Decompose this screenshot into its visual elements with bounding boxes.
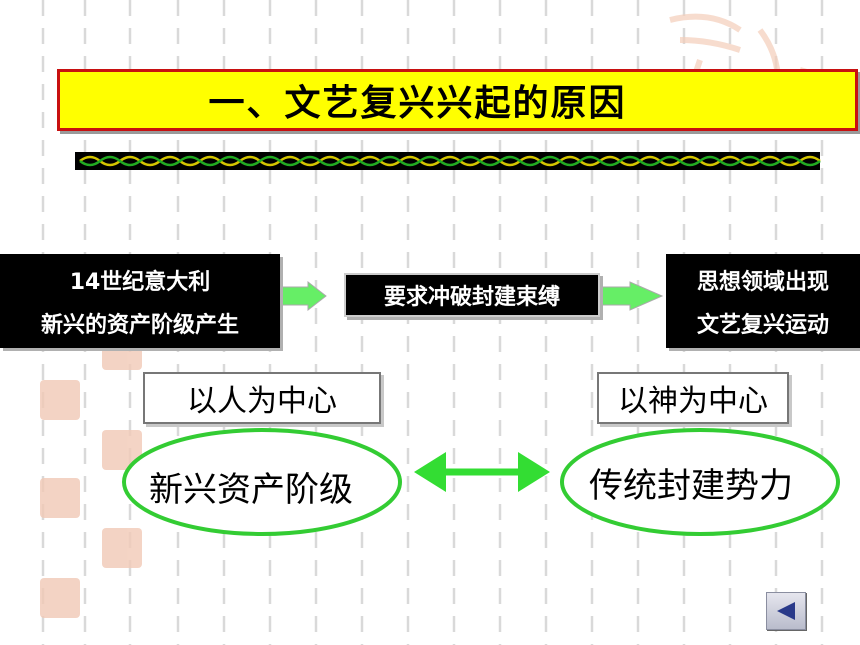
rope-divider bbox=[75, 152, 821, 170]
watermark-seal bbox=[40, 330, 142, 618]
title-banner: 一、文艺复兴兴起的原因 bbox=[57, 69, 858, 131]
left-label: 以人为中心 bbox=[187, 384, 337, 419]
flow-arrow-1 bbox=[277, 280, 327, 312]
double-arrow-icon bbox=[414, 452, 550, 492]
right-ellipse-label: 传统封建势力 bbox=[589, 466, 793, 506]
demand-box: 要求冲破封建束缚 bbox=[344, 273, 600, 317]
right-ellipse-shape bbox=[560, 428, 840, 536]
result-line-1: 思想领域出现 bbox=[696, 269, 829, 295]
cause-line-1: 14世纪意大利 bbox=[69, 269, 211, 295]
right-label: 以神为中心 bbox=[618, 384, 768, 419]
flow-arrow-2 bbox=[598, 281, 664, 311]
page-title: 一、文艺复兴兴起的原因 bbox=[208, 83, 627, 124]
cause-box: 14世纪意大利 新兴的资产阶级产生 bbox=[0, 254, 280, 348]
back-triangle-icon bbox=[777, 602, 795, 620]
left-label-box: 以人为中心 bbox=[143, 372, 381, 424]
result-box: 思想领域出现 文艺复兴运动 bbox=[666, 254, 860, 348]
result-line-2: 文艺复兴运动 bbox=[696, 312, 829, 338]
demand-text: 要求冲破封建束缚 bbox=[383, 285, 560, 310]
back-button[interactable] bbox=[766, 592, 806, 630]
left-ellipse-label: 新兴资产阶级 bbox=[149, 470, 353, 510]
left-ellipse-shape bbox=[122, 428, 402, 536]
cause-line-2: 新兴的资产阶级产生 bbox=[40, 312, 239, 338]
right-label-box: 以神为中心 bbox=[597, 372, 789, 424]
